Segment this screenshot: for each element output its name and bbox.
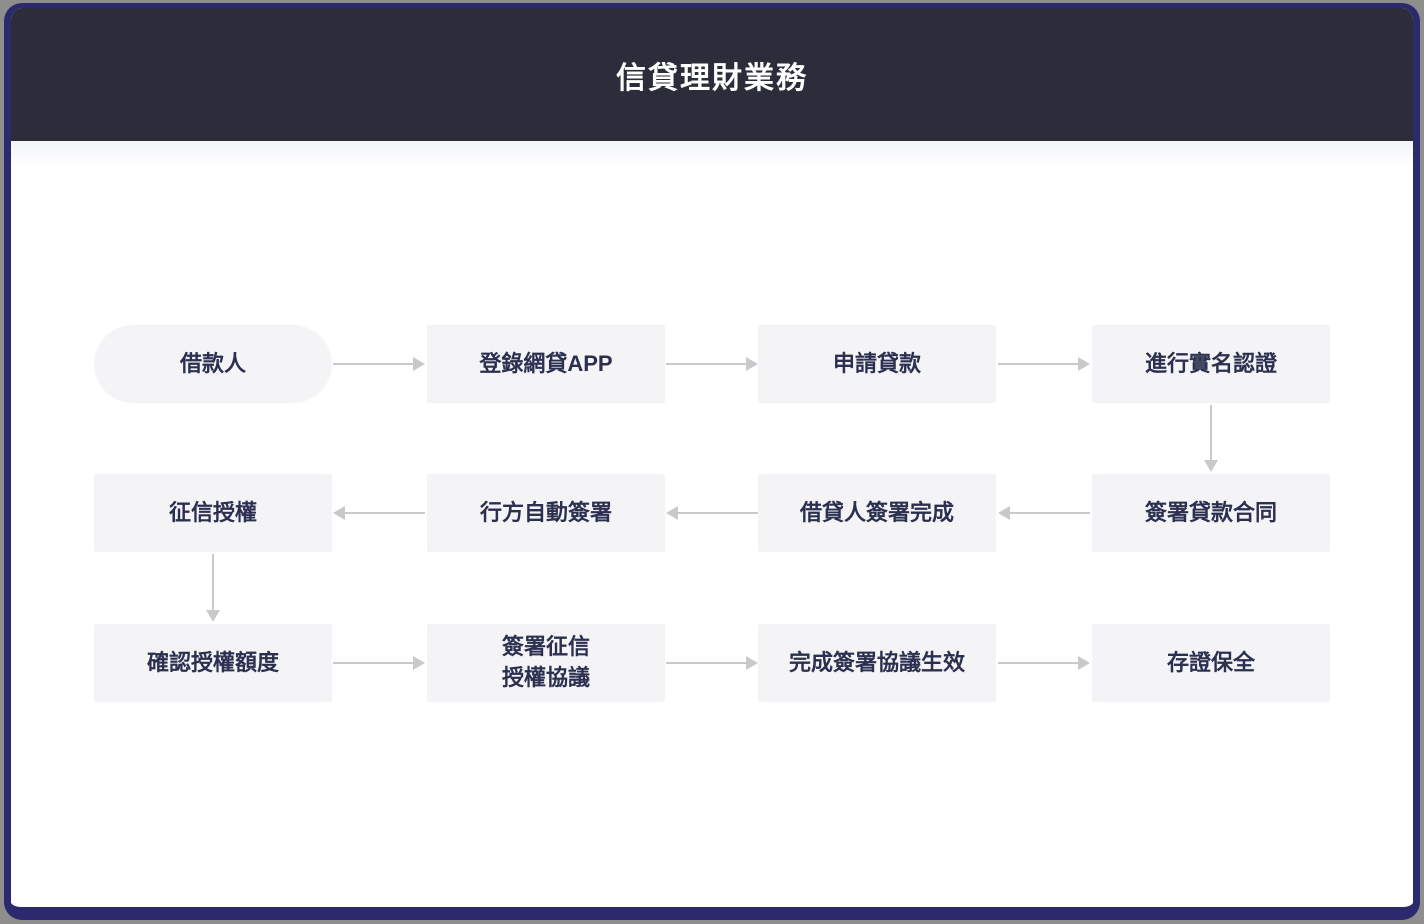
flow-node-label: 簽署貸款合同 <box>1144 499 1277 525</box>
arrow-left-icon <box>666 506 758 520</box>
flow-node-confirm-credit-limit: 確認授權額度 <box>94 624 332 702</box>
flow-node-apply-loan: 申請貸款 <box>758 325 996 403</box>
flow-node-sign-loan-contract: 簽署貸款合同 <box>1092 474 1330 552</box>
arrow-right-icon <box>666 357 758 371</box>
flow-node-login-app: 登錄網貸APP <box>427 325 665 403</box>
flow-node-agreement-effective: 完成簽署協議生效 <box>758 624 996 702</box>
arrow-down-icon <box>1204 405 1218 472</box>
diagram-title: 信貸理財業務 <box>616 61 808 95</box>
flow-node-credit-auth: 征信授權 <box>94 474 332 552</box>
flow-node-real-name-auth: 進行實名認證 <box>1092 325 1330 403</box>
flowchart-card: 信貸理財業務 借款人 登錄網貸APP 申請貸款 進行實名認證 <box>4 3 1420 920</box>
flow-node-label: 借貸人簽署完成 <box>799 499 954 525</box>
arrow-right-icon <box>998 357 1090 371</box>
flow-node-label: 進行實名認證 <box>1144 350 1277 376</box>
flow-node-sign-credit-auth-agreement: 簽署征信 授權協議 <box>427 624 665 702</box>
flow-node-bank-auto-sign: 行方自動簽署 <box>427 474 665 552</box>
flow-node-label: 登錄網貸APP <box>479 350 613 376</box>
arrow-right-icon <box>333 357 425 371</box>
flow-node-borrower-sign-complete: 借貸人簽署完成 <box>758 474 996 552</box>
flow-node-label: 征信授權 <box>168 499 257 525</box>
arrow-right-icon <box>998 656 1090 670</box>
arrow-right-icon <box>666 656 758 670</box>
arrow-left-icon <box>998 506 1090 520</box>
arrow-left-icon <box>333 506 425 520</box>
flow-node-label: 存證保全 <box>1166 649 1255 675</box>
flow-node-label: 完成簽署協議生效 <box>788 649 965 675</box>
diagram-header: 信貸理財業務 <box>11 8 1413 141</box>
flow-node-evidence-preservation: 存證保全 <box>1092 624 1330 702</box>
flow-node-label: 簽署征信 授權協議 <box>501 634 590 690</box>
flow-node-label: 確認授權額度 <box>146 649 279 675</box>
flowchart-body: 借款人 登錄網貸APP 申請貸款 進行實名認證 簽署貸款合同 借貸人簽 <box>11 141 1413 907</box>
arrow-down-icon <box>206 554 220 622</box>
flow-node-borrower: 借款人 <box>94 325 332 403</box>
arrow-right-icon <box>333 656 425 670</box>
flow-node-label: 借款人 <box>179 350 246 376</box>
flow-node-label: 行方自動簽署 <box>479 499 612 525</box>
flow-node-label: 申請貸款 <box>832 350 921 376</box>
